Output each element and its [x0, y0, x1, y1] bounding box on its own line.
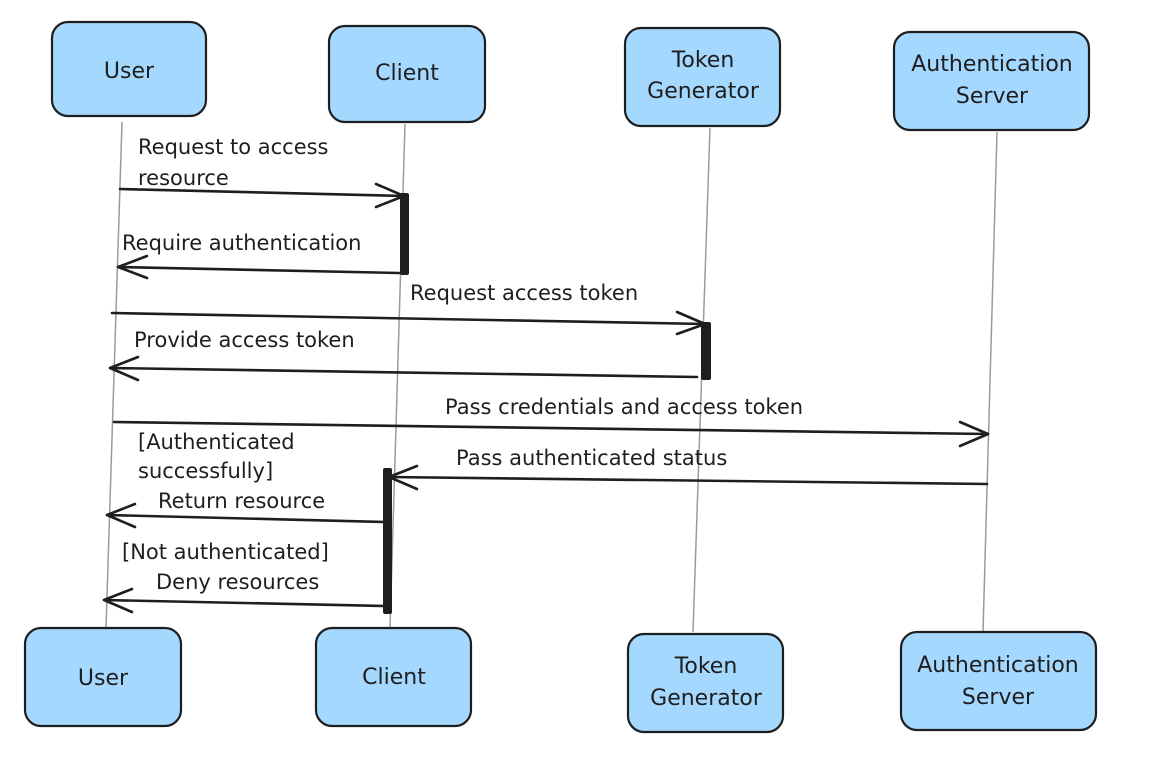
label-pass-status: Pass authenticated status [456, 446, 727, 470]
participant-user-top: User [50, 20, 208, 118]
label-deny-resources: Deny resources [156, 570, 319, 594]
message-labels: Request to access resource Require authe… [122, 135, 803, 594]
participant-token-generator-bottom: Token Generator [626, 632, 785, 734]
participant-token-generator-bottom-label-1: Token [674, 654, 738, 679]
label-guard-success-2: successfully] [138, 459, 273, 483]
participant-auth-server-top-label-1: Authentication [911, 52, 1073, 77]
arrow-require-authentication [116, 254, 401, 280]
participant-user-bottom-label: User [78, 666, 129, 691]
participant-token-generator-top-label-1: Token [671, 48, 735, 73]
label-return-resource: Return resource [158, 489, 325, 513]
label-request-access-1: Request to access [138, 135, 329, 159]
participant-user-bottom: User [23, 626, 183, 728]
participant-token-generator-top-label-2: Generator [647, 79, 760, 104]
arrow-request-access [118, 182, 406, 209]
label-require-authentication: Require authentication [122, 231, 361, 255]
arrow-pass-credentials [112, 420, 990, 448]
participant-client-bottom: Client [314, 626, 473, 728]
lifeline-token-generator [692, 127, 711, 633]
activation-bars [383, 193, 711, 614]
label-guard-fail: [Not authenticated] [122, 540, 329, 564]
participant-auth-server-top-label-2: Server [956, 84, 1029, 109]
arrow-pass-status [387, 464, 989, 491]
arrow-return-resource [105, 502, 386, 529]
participant-auth-server-bottom-label-2: Server [962, 685, 1035, 710]
participant-auth-server-bottom: Authentication Server [899, 630, 1098, 732]
participant-auth-server-bottom-label-1: Authentication [917, 653, 1079, 678]
message-arrows [102, 182, 990, 614]
activation-client-2 [383, 468, 392, 614]
participant-user-top-label: User [104, 59, 155, 84]
label-guard-success-1: [Authenticated [138, 430, 295, 454]
activation-token-generator [701, 322, 711, 380]
participant-client-bottom-label: Client [362, 665, 426, 690]
lifeline-auth-server [982, 131, 998, 633]
lifeline-user [105, 121, 123, 629]
participant-client-top-label: Client [375, 61, 439, 86]
activation-client-1 [400, 193, 409, 275]
participant-token-generator-bottom-label-2: Generator [650, 686, 763, 711]
arrow-provide-token [108, 355, 699, 382]
participant-auth-server-top: Authentication Server [892, 30, 1091, 132]
label-pass-credentials: Pass credentials and access token [445, 395, 803, 419]
arrow-deny-resources [102, 587, 385, 614]
arrow-request-token [110, 310, 707, 336]
label-request-access-2: resource [138, 166, 229, 190]
label-provide-token: Provide access token [134, 328, 355, 352]
participant-token-generator-top: Token Generator [623, 26, 782, 128]
label-request-token: Request access token [410, 281, 638, 305]
participant-client-top: Client [327, 24, 487, 124]
